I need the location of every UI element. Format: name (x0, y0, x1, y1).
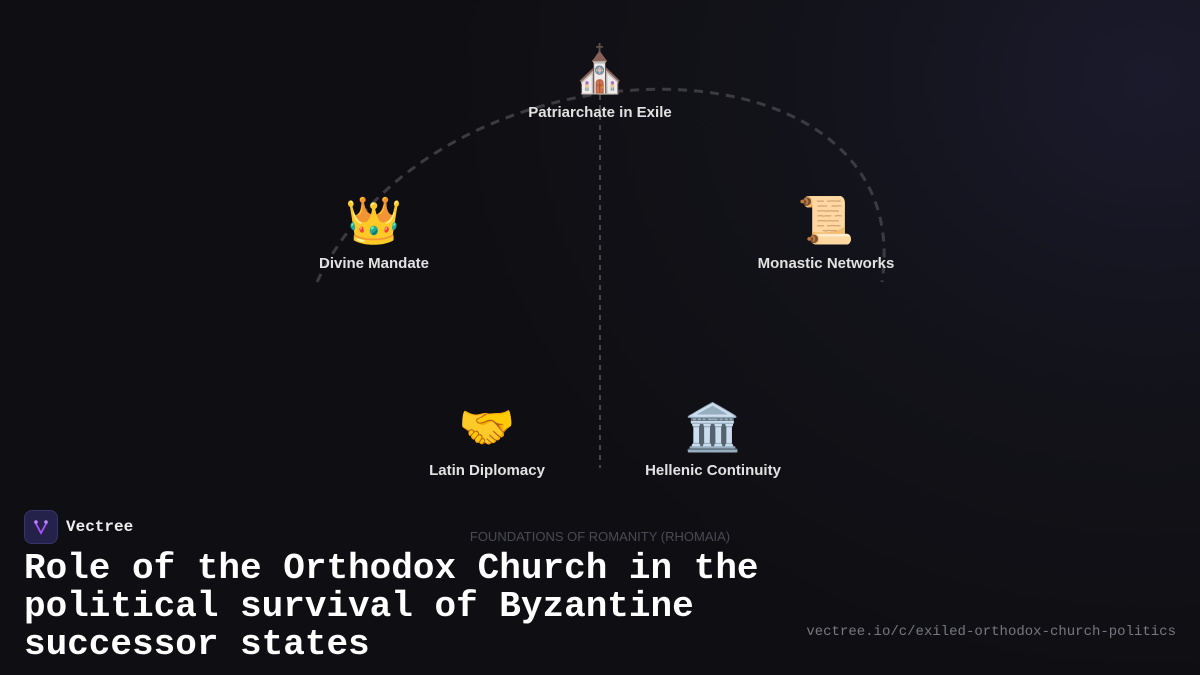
node-label: Hellenic Continuity (645, 462, 781, 479)
brand: Vectree (24, 510, 133, 544)
page-title: Role of the Orthodox Church in the polit… (24, 548, 759, 665)
diagram-caption: FOUNDATIONS OF ROMANITY (RHOMAIA) (469, 529, 731, 544)
source-url: vectree.io/c/exiled-orthodox-church-poli… (806, 624, 1176, 640)
classical-building-icon: 🏛️ (684, 401, 742, 453)
node-label: Patriarchate in Exile (528, 104, 672, 121)
node-label: Monastic Networks (757, 255, 895, 272)
crown-icon: 👑 (345, 194, 403, 246)
brand-name: Vectree (66, 518, 134, 536)
node-divine-mandate: 👑 Divine Mandate (264, 193, 484, 273)
scroll-icon: 📜 (797, 194, 855, 246)
node-monastic-networks: 📜 Monastic Networks (716, 193, 936, 273)
vectree-logo-icon (24, 510, 58, 544)
node-hellenic-continuity: 🏛️ Hellenic Continuity (603, 400, 823, 480)
node-label: Divine Mandate (318, 255, 430, 272)
handshake-icon: 🤝 (458, 401, 516, 453)
church-icon: ⛪ (571, 43, 629, 95)
node-latin-diplomacy: 🤝 Latin Diplomacy (377, 400, 597, 480)
node-label: Latin Diplomacy (429, 462, 545, 479)
node-patriarchate-in-exile: ⛪ Patriarchate in Exile (490, 42, 710, 122)
